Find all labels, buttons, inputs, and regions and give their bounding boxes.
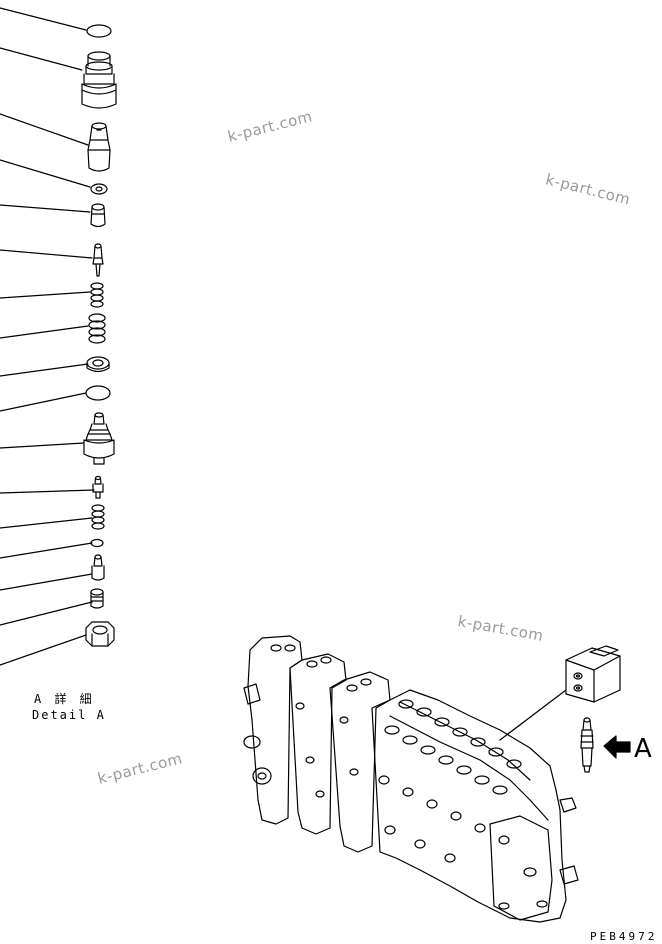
drawing-code: PEB4972 bbox=[590, 930, 658, 943]
detail-leader bbox=[499, 689, 567, 741]
part-o-ring-1 bbox=[86, 24, 112, 38]
detail-label-en: Detail A bbox=[32, 708, 106, 722]
part-relief-body bbox=[83, 412, 115, 465]
detail-label-jp: A 詳 細 bbox=[34, 692, 95, 706]
part-poppet bbox=[92, 243, 104, 277]
leader-lines bbox=[0, 7, 95, 666]
part-piston bbox=[92, 475, 104, 499]
view-arrow bbox=[603, 735, 631, 759]
view-letter: A bbox=[634, 734, 652, 764]
part-spring-seat bbox=[90, 588, 104, 609]
valve-cartridge bbox=[580, 717, 594, 773]
part-spring-1 bbox=[90, 282, 104, 308]
control-valve-assembly bbox=[243, 635, 579, 923]
part-o-ring-2 bbox=[85, 385, 111, 401]
part-valve-body bbox=[81, 51, 117, 109]
part-seal-ring bbox=[90, 183, 108, 195]
part-sleeve bbox=[90, 203, 106, 228]
mounting-block bbox=[565, 645, 621, 703]
part-washer bbox=[86, 356, 110, 373]
part-spring-3 bbox=[91, 504, 105, 530]
part-ball bbox=[90, 538, 104, 548]
part-plug bbox=[87, 122, 111, 172]
part-nut bbox=[85, 621, 115, 647]
part-spool bbox=[91, 554, 105, 581]
part-spring-2 bbox=[88, 313, 106, 344]
